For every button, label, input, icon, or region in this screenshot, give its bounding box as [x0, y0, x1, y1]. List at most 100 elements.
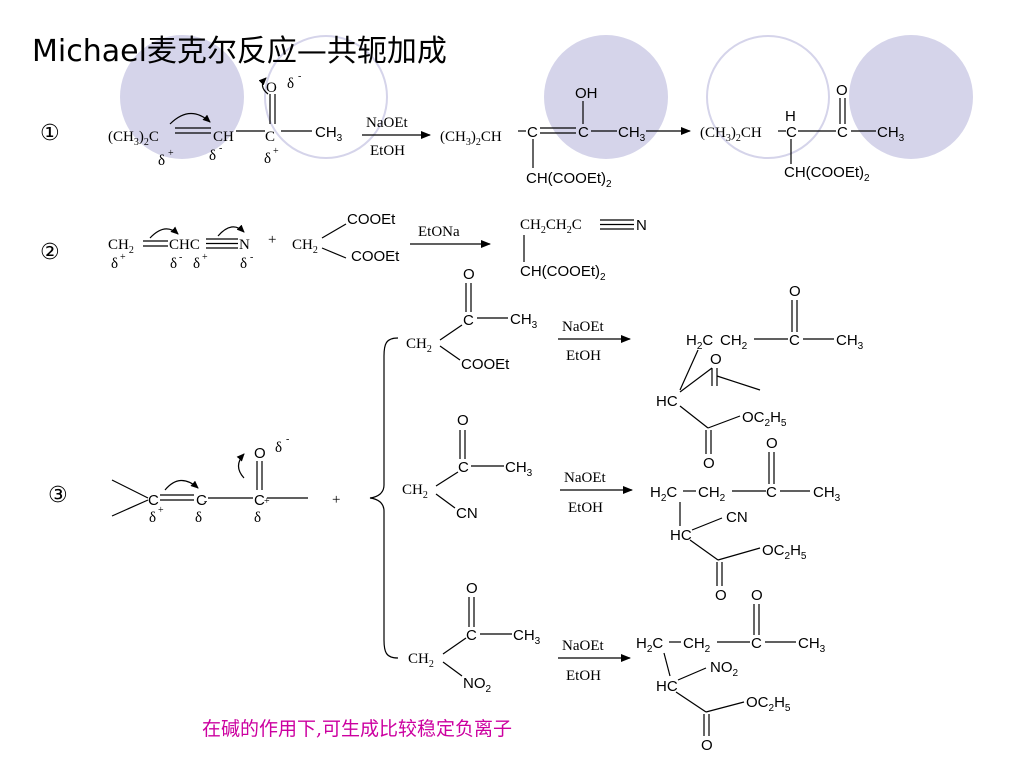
enol-intermediate: (CH3)2CH C C OH CH3 CH(COOEt)2	[440, 85, 691, 190]
solvent-etoh: EtOH	[370, 143, 405, 159]
conditions-1: NaOEt EtOH	[362, 115, 431, 159]
slide-title: Michael麦克尔反应—共轭加成	[32, 34, 447, 69]
p3a-hc-label: HC	[656, 393, 678, 410]
donor3c-ch2-label: CH2	[408, 651, 434, 670]
donor-3b: CH2 C O CH3 CN	[402, 412, 533, 522]
minus-sign: -	[298, 71, 301, 82]
decor-circle-4	[706, 35, 830, 159]
plus-sign-6: +	[264, 496, 270, 507]
product-o-label: O	[836, 82, 848, 99]
substituent-bond-bottom	[111, 499, 149, 517]
delta-plus-2: δ	[264, 151, 271, 167]
enol-c2-label: C	[578, 124, 589, 141]
solvent-3b: EtOH	[568, 500, 603, 516]
oxygen-label: O	[266, 80, 277, 96]
product-c-label: C	[786, 124, 797, 141]
donor3b-bond-down	[435, 493, 456, 509]
reagent-etona: EtONa	[418, 224, 460, 240]
p3c-oc2h5-label: OC2H5	[746, 694, 791, 714]
delta-minus-oxygen: δ	[287, 76, 294, 92]
donor3c-c-label: C	[466, 627, 477, 644]
base-note: 在碱的作用下,可生成比较稳定负离子	[202, 718, 513, 740]
unsaturated-carbonyl: C C C O δ - δ + δ - δ +	[111, 434, 308, 526]
acceptor-n-label: N	[239, 237, 250, 253]
donor-3c: CH2 C O CH3 NO2	[408, 580, 541, 695]
p3c-bond-down	[663, 652, 671, 677]
acceptor-chc-label: CHC	[169, 237, 200, 253]
donor-3a: CH2 C O CH3 COOEt	[406, 266, 538, 373]
product-c2-label: C	[837, 124, 848, 141]
p3a-ester-o-label: O	[703, 455, 715, 472]
p3b-o-label: O	[766, 435, 778, 452]
p3a-h2c-label: H2C	[686, 332, 713, 352]
reaction-3: ③ C C C O δ - δ + δ - δ + +	[48, 266, 864, 754]
p3c-o-label: O	[751, 587, 763, 604]
donor3b-bond-up	[435, 471, 459, 487]
ch-label: CH	[213, 129, 234, 145]
product2-chain-label: CH2CH2C	[520, 217, 582, 236]
plus-sign-3: +	[120, 252, 126, 263]
product-h-label: H	[785, 108, 796, 125]
delta-minus-4: δ	[275, 440, 282, 456]
enol-sub-label: CH(COOEt)2	[526, 170, 612, 190]
p3b-group-label: CN	[726, 509, 748, 526]
donor3b-group-label: CN	[456, 505, 478, 522]
curved-arrow-5	[164, 479, 199, 491]
p3c-ch2-label: CH2	[683, 635, 711, 655]
donor-bond-top	[321, 223, 347, 239]
reaction-number-2: ②	[40, 240, 60, 265]
product-2: CH2CH2C N CH(COOEt)2	[520, 217, 647, 283]
p3b-c-label: C	[766, 484, 777, 501]
curved-arrow-6	[236, 453, 245, 479]
plus-sign-2: +	[273, 146, 279, 157]
conditions-3b: NaOEt EtOH	[560, 470, 633, 516]
reactant-1: (CH3)2C CH C O δ - CH3 δ + δ - δ +	[108, 71, 343, 169]
p3a-ester-o-bond	[707, 415, 741, 429]
reagent-3b: NaOEt	[564, 470, 606, 486]
donor3a-bond-up	[439, 324, 463, 341]
delta-plus-5: δ	[149, 510, 156, 526]
p3a-ch2-label: CH2	[720, 332, 748, 352]
conditions-3a: NaOEt EtOH	[558, 319, 631, 364]
delta-plus-1: δ	[158, 153, 165, 169]
curved-arrow-2	[258, 77, 269, 95]
donor3b-methyl-label: CH3	[505, 459, 533, 479]
conditions-2: EtONa	[410, 224, 491, 248]
p3c-ester-o-label: O	[701, 737, 713, 754]
decor-circle-1	[120, 35, 244, 159]
acceptor3-c2-label: C	[196, 492, 207, 509]
delta-minus-3: δ	[240, 256, 247, 272]
product2-sub-label: CH(COOEt)2	[520, 263, 606, 283]
acrylonitrile: CH2 CHC N δ + δ - δ + δ -	[108, 224, 253, 272]
p3a-o-label: O	[789, 283, 801, 300]
carbonyl-carbon-label: C	[265, 129, 275, 145]
donor3c-group-label: NO2	[463, 675, 492, 695]
plus-sign-5: +	[158, 505, 164, 516]
substituent-bond-top	[111, 479, 149, 499]
plus-operator-2: +	[268, 232, 276, 248]
p3b-hc-label: HC	[670, 527, 692, 544]
p3b-h2c-label: H2C	[650, 484, 677, 504]
p3b-ester-bond	[689, 539, 719, 561]
p3c-no2-bond	[677, 667, 707, 681]
reagent-3a: NaOEt	[562, 319, 604, 335]
plus-operator-3: +	[332, 492, 340, 508]
donor-cooet-top: COOEt	[347, 211, 396, 228]
donor3c-bond-down	[442, 661, 463, 677]
enol-head-label: (CH3)2CH	[440, 129, 502, 148]
diethyl-malonate: CH2 COOEt COOEt	[292, 211, 400, 265]
p3a-oc2h5-label: OC2H5	[742, 409, 787, 429]
reaction-number-3: ③	[48, 483, 68, 508]
donor-cooet-bottom: COOEt	[351, 248, 400, 265]
p3b-ch2-label: CH2	[698, 484, 726, 504]
minus-sign-4: -	[286, 434, 289, 445]
methyl-label: CH3	[315, 124, 343, 144]
donor3b-ch2-label: CH2	[402, 482, 428, 501]
donor3a-methyl-label: CH3	[510, 311, 538, 331]
p3c-h2c-label: H2C	[636, 635, 663, 655]
p3c-c-label: C	[751, 635, 762, 652]
solvent-3a: EtOH	[566, 348, 601, 364]
decor-circle-2	[264, 35, 388, 159]
p3b-ester-o-label: O	[715, 587, 727, 604]
